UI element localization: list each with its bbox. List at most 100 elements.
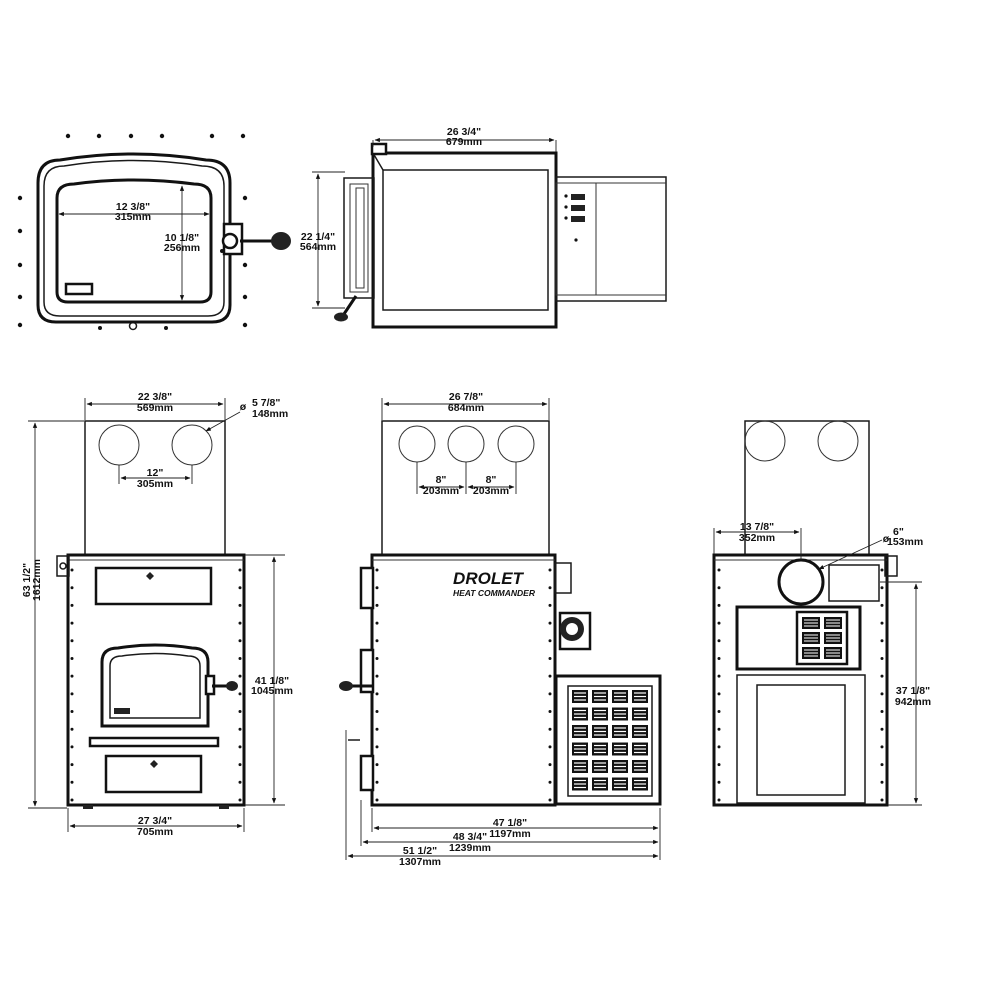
rear-grille-louver (802, 617, 820, 629)
door-height-in: 10 1/8" (165, 232, 199, 244)
side-model: HEAT COMMANDER (453, 588, 536, 598)
rear-lower-panel (736, 674, 866, 804)
grille-louver (592, 760, 608, 773)
grille-louver (612, 707, 628, 721)
grille-louver (572, 760, 588, 773)
side-depth3-in: 51 1/2" (403, 845, 437, 857)
grille-louver (612, 742, 628, 756)
door-glass (55, 178, 213, 304)
front-total-height-in: 63 1/2" (21, 563, 33, 597)
grille-louver (612, 690, 628, 703)
side-depth3-mm: 1307mm (399, 856, 441, 868)
grille-louver (572, 707, 588, 721)
side-depth2-in: 48 3/4" (453, 831, 487, 843)
front-view: 22 3/8" 569mm ø 5 7/8" 148mm 12" 305mm 6… (21, 391, 293, 838)
side-plenum (381, 420, 550, 556)
side-plenum-width-in: 26 7/8" (449, 391, 483, 403)
rear-grille-louver (802, 632, 820, 644)
grille-louver (612, 760, 628, 773)
side-blower-box (554, 674, 662, 806)
rear-outlet-right (817, 420, 859, 462)
rear-offset-in: 13 7/8" (740, 521, 774, 533)
side-outlet-1 (398, 425, 436, 463)
top-view-inner (382, 169, 549, 311)
grille-louver (572, 742, 588, 756)
front-width-in: 27 3/4" (138, 815, 172, 827)
rear-grille-louver (824, 632, 842, 644)
rear-offset-mm: 352mm (739, 532, 775, 544)
grille-louver (592, 690, 608, 703)
grille-louver (592, 725, 608, 738)
grille-louver (572, 725, 588, 738)
rear-outlet-left (744, 420, 786, 462)
grille-louver (612, 725, 628, 738)
rear-grille-louver (824, 647, 842, 659)
rear-height-mm: 942mm (895, 696, 931, 708)
rear-view: 13 7/8" 352mm ø 6" 153mm 37 1/8" 942mm (712, 420, 931, 807)
grille-louver (612, 777, 628, 791)
side-view: DROLET HEAT COMMANDER 26 7/8" 684mm (339, 391, 662, 868)
grille-louver (592, 707, 608, 721)
door-width-mm: 315mm (115, 211, 151, 223)
front-door-handle (204, 674, 238, 696)
rear-fan-grille (802, 617, 842, 659)
front-body-height-mm: 1045mm (251, 685, 293, 697)
side-blower-motor (558, 611, 592, 651)
side-depth1-mm: 1197mm (489, 828, 530, 840)
grille-louver (632, 760, 648, 773)
side-depth2-mm: 1239mm (449, 842, 491, 854)
top-width-in: 26 3/4" (447, 126, 481, 138)
side-spacing2-mm: 203mm (473, 485, 509, 497)
top-width-mm: 679mm (446, 136, 482, 148)
front-outlet-left (98, 424, 140, 466)
side-spacing2-in: 8" (486, 474, 497, 486)
rear-dia-symbol: ø (883, 533, 890, 545)
door-view: 12 3/8" 315mm 10 1/8" 256mm (17, 133, 291, 331)
front-outlet-spacing-mm: 305mm (137, 478, 173, 490)
grille-louver (632, 690, 648, 703)
grille-louver (632, 777, 648, 791)
front-total-height-mm: 1612mm (31, 559, 43, 601)
front-dia-symbol: ø (240, 401, 247, 413)
grille-louver (572, 690, 588, 703)
rear-grille-louver (802, 647, 820, 659)
grille-louver (592, 777, 608, 791)
door-mounting-holes (17, 133, 248, 331)
rear-flue-outlet (777, 558, 825, 606)
side-plenum-width-mm: 684mm (448, 402, 484, 414)
door-inner-frame (43, 159, 225, 317)
side-outlet-3 (497, 425, 535, 463)
rear-body (712, 553, 889, 807)
door-width-in: 12 3/8" (116, 201, 150, 213)
front-outlet-span-mm: 569mm (137, 402, 173, 414)
front-outlet-span-in: 22 3/8" (138, 391, 172, 403)
rear-grille-louver (824, 617, 842, 629)
front-body (66, 553, 246, 807)
side-depth1-in: 47 1/8" (493, 817, 527, 829)
grille-louver (632, 725, 648, 738)
top-view-door (343, 177, 375, 299)
front-fire-door (100, 643, 210, 728)
grille-louver (592, 742, 608, 756)
front-upper-panel (94, 566, 213, 606)
grille-louver (632, 742, 648, 756)
side-spacing1-in: 8" (436, 474, 447, 486)
front-outlet-dia-mm: 148mm (252, 408, 288, 420)
side-spacing1-mm: 203mm (423, 485, 459, 497)
top-depth-in: 22 1/4" (301, 231, 335, 243)
side-outlet-2 (447, 425, 485, 463)
top-view: 26 3/4" 679mm 22 1/4" 564mm (300, 126, 667, 329)
door-handle (220, 222, 291, 256)
rear-dia-in: 6" (893, 526, 904, 538)
top-view-body (371, 151, 558, 329)
grille-louver (632, 707, 648, 721)
door-height-mm: 256mm (164, 242, 200, 254)
side-logo: DROLET (453, 569, 525, 588)
rear-dia-mm: 153mm (887, 536, 923, 548)
front-outlet-spacing-in: 12" (147, 467, 164, 479)
side-door-handle (339, 681, 372, 741)
grille-louver (572, 777, 588, 791)
top-view-handle (334, 295, 358, 322)
side-blower-grille (572, 690, 648, 791)
rear-height-in: 37 1/8" (896, 685, 930, 697)
